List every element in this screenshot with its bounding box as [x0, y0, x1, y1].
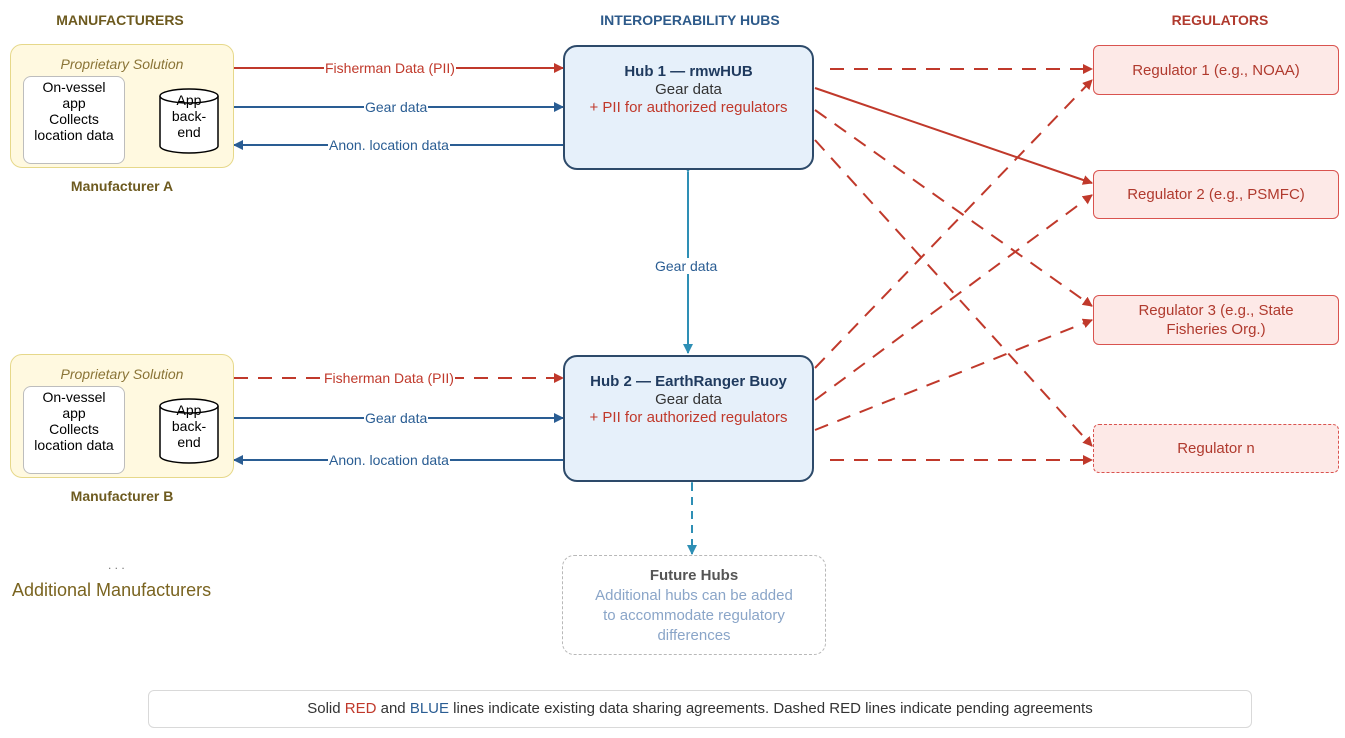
- edge-hub1-reg2: [814, 87, 1093, 185]
- manufacturers-header: MANUFACTURERS: [56, 12, 184, 28]
- hub-1: Hub 1 — rmwHUB Gear data + PII for autho…: [563, 45, 814, 170]
- future-hubs-desc-3: differences: [657, 627, 731, 644]
- hub-1-pii: + PII for authorized regulators: [589, 99, 788, 116]
- regulator-3: Regulator 3 (e.g., State Fisheries Org.): [1093, 295, 1339, 345]
- manufacturer-b-name: Manufacturer B: [70, 488, 174, 504]
- regulator-n: Regulator n: [1093, 424, 1339, 473]
- legend-red: RED: [344, 700, 377, 717]
- edge-hub2-reg2: [814, 194, 1093, 401]
- label-anon-a: Anon. location data: [328, 137, 450, 153]
- future-hubs-desc-1: Additional hubs can be added: [595, 587, 793, 604]
- hub-1-gear: Gear data: [655, 81, 722, 98]
- manufacturer-a-box: Proprietary Solution On-vessel app Colle…: [10, 44, 234, 168]
- future-hubs-desc-2: to accommodate regulatory: [603, 607, 785, 624]
- regulators-header: REGULATORS: [1171, 12, 1269, 28]
- ellipsis: . . .: [108, 558, 125, 572]
- manufacturer-a-name: Manufacturer A: [70, 178, 174, 194]
- hub-2-gear: Gear data: [655, 391, 722, 408]
- label-fisherman-b: Fisherman Data (PII): [323, 370, 455, 386]
- on-vessel-app: On-vessel app Collects location data: [23, 386, 125, 474]
- future-hubs-title: Future Hubs: [649, 567, 739, 584]
- legend: Solid RED and BLUE lines indicate existi…: [148, 690, 1252, 728]
- label-hub-link: Gear data: [654, 258, 719, 274]
- hub-2-pii: + PII for authorized regulators: [589, 409, 788, 426]
- future-hubs: Future Hubs Additional hubs can be added…: [562, 555, 826, 655]
- edge-hub2-reg1: [814, 79, 1093, 369]
- hub-2: Hub 2 — EarthRanger Buoy Gear data + PII…: [563, 355, 814, 482]
- hub-1-title: Hub 1 — rmwHUB: [624, 63, 753, 80]
- edge-hub1-reg3: [814, 109, 1093, 307]
- hubs-header: INTEROPERABILITY HUBS: [600, 12, 780, 28]
- edge-hub2-reg3: [814, 318, 1093, 431]
- proprietary-solution-label: Proprietary Solution: [60, 56, 184, 72]
- app-backend-database-icon: App back- end: [159, 398, 219, 464]
- label-fisherman-a: Fisherman Data (PII): [324, 60, 456, 76]
- edge-hub1-regn: [814, 139, 1093, 447]
- legend-blue: BLUE: [409, 700, 450, 717]
- on-vessel-app: On-vessel app Collects location data: [23, 76, 125, 164]
- hub-2-title: Hub 2 — EarthRanger Buoy: [590, 373, 787, 390]
- additional-manufacturers: Additional Manufacturers: [12, 580, 212, 600]
- label-gear-b: Gear data: [364, 410, 429, 426]
- proprietary-solution-label: Proprietary Solution: [60, 366, 184, 382]
- manufacturer-b-box: Proprietary Solution On-vessel app Colle…: [10, 354, 234, 478]
- app-backend-database-icon: App back- end: [159, 88, 219, 154]
- label-gear-a: Gear data: [364, 99, 429, 115]
- regulator-2: Regulator 2 (e.g., PSMFC): [1093, 170, 1339, 219]
- label-anon-b: Anon. location data: [328, 452, 450, 468]
- regulator-1: Regulator 1 (e.g., NOAA): [1093, 45, 1339, 95]
